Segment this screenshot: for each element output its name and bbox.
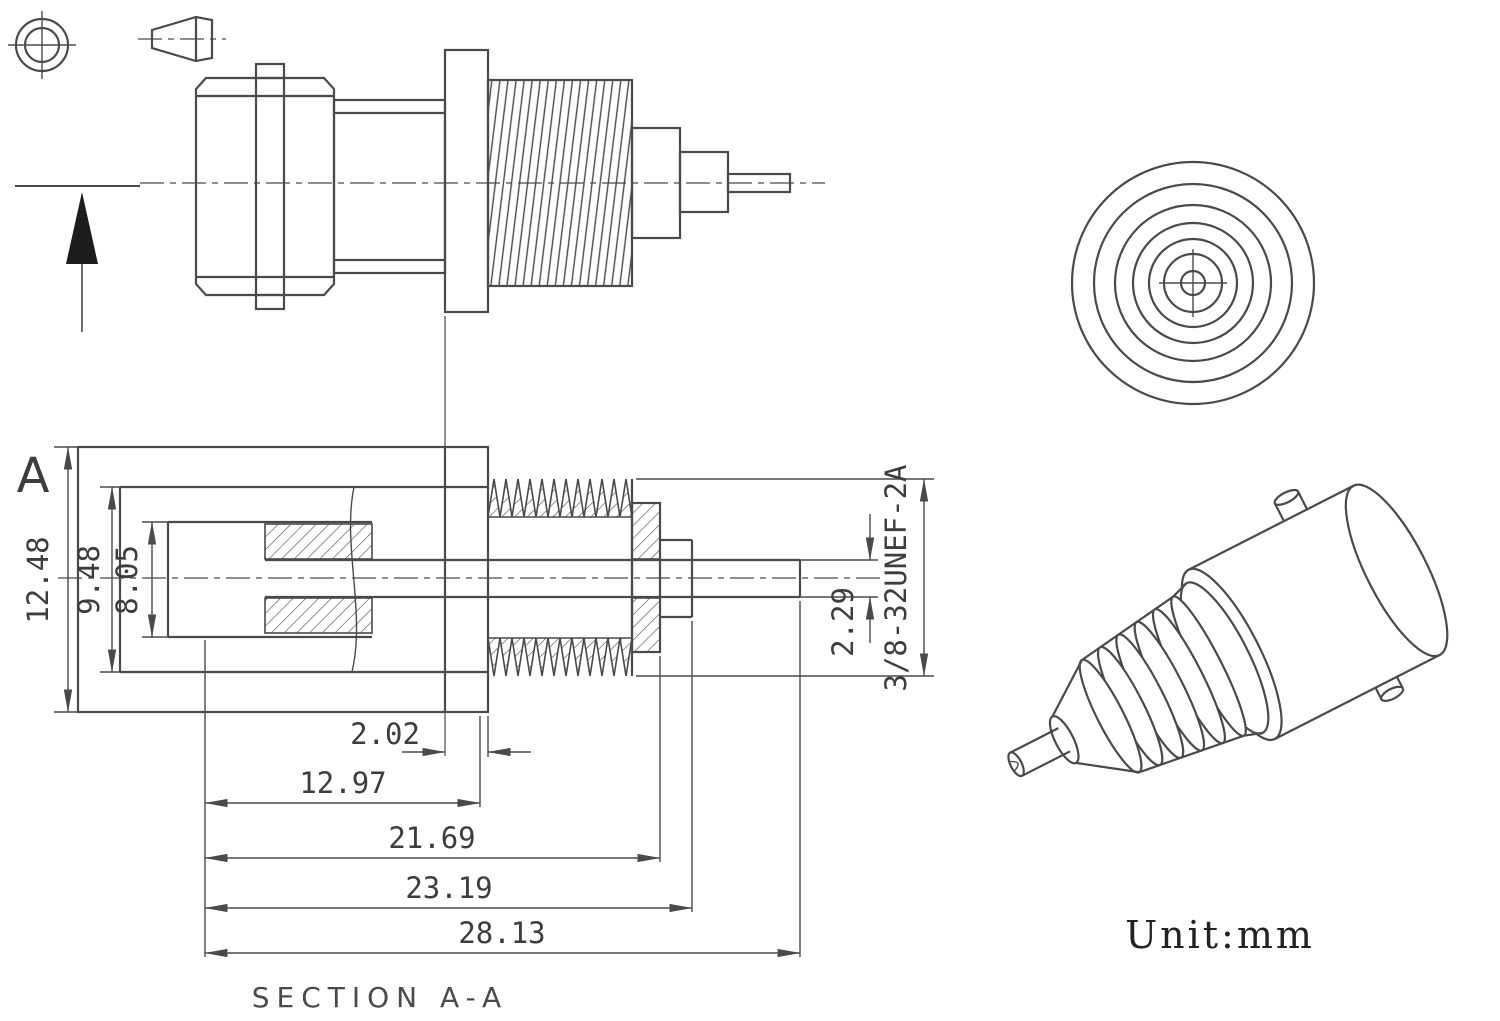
dim-collar-length-label: 21.69 — [388, 821, 475, 855]
dim-flange-length-label: 12.97 — [299, 766, 386, 800]
section-marker-label: A — [17, 448, 50, 504]
break-line — [349, 486, 358, 673]
dim-inner-bore-label: 9.48 — [72, 545, 106, 615]
section-cut-marker: A — [15, 185, 140, 504]
flange-side — [443, 48, 490, 314]
lug-detail — [138, 15, 226, 63]
thread-section-lower — [487, 637, 633, 677]
contact-hatch-lower — [264, 597, 373, 634]
dim-insulator-length-label: 23.19 — [405, 871, 492, 905]
center-pin-tip — [1007, 751, 1025, 778]
contact-hatch-upper — [264, 523, 373, 560]
isometric-view — [1007, 483, 1449, 778]
bayonet-stud-bottom — [1380, 685, 1405, 702]
section-arrow — [66, 192, 98, 264]
side-view — [140, 48, 825, 756]
section-caption: SECTION A-A — [252, 981, 508, 1014]
detail-end-view — [8, 11, 76, 79]
section-view — [58, 445, 880, 714]
bayonet-stud-top — [1273, 488, 1300, 506]
dim-body-od-label: 12.48 — [21, 536, 55, 623]
thread-spec-label: 3/8-32UNEF-2A — [879, 465, 913, 692]
dim-flange-thickness-label: 2.02 — [350, 717, 420, 751]
dim-insulator-od-label: 8.05 — [110, 545, 144, 615]
unit-caption: Unit:mm — [1125, 913, 1315, 957]
front-view — [1070, 160, 1316, 406]
dim-pin-diameter-label: 2.29 — [826, 587, 860, 657]
dim-overall-length-label: 28.13 — [458, 916, 545, 950]
dimensions: 12.48 9.48 8.05 2.02 12.97 21.69 23.19 2 — [21, 446, 934, 958]
thread-section-upper — [487, 478, 633, 518]
